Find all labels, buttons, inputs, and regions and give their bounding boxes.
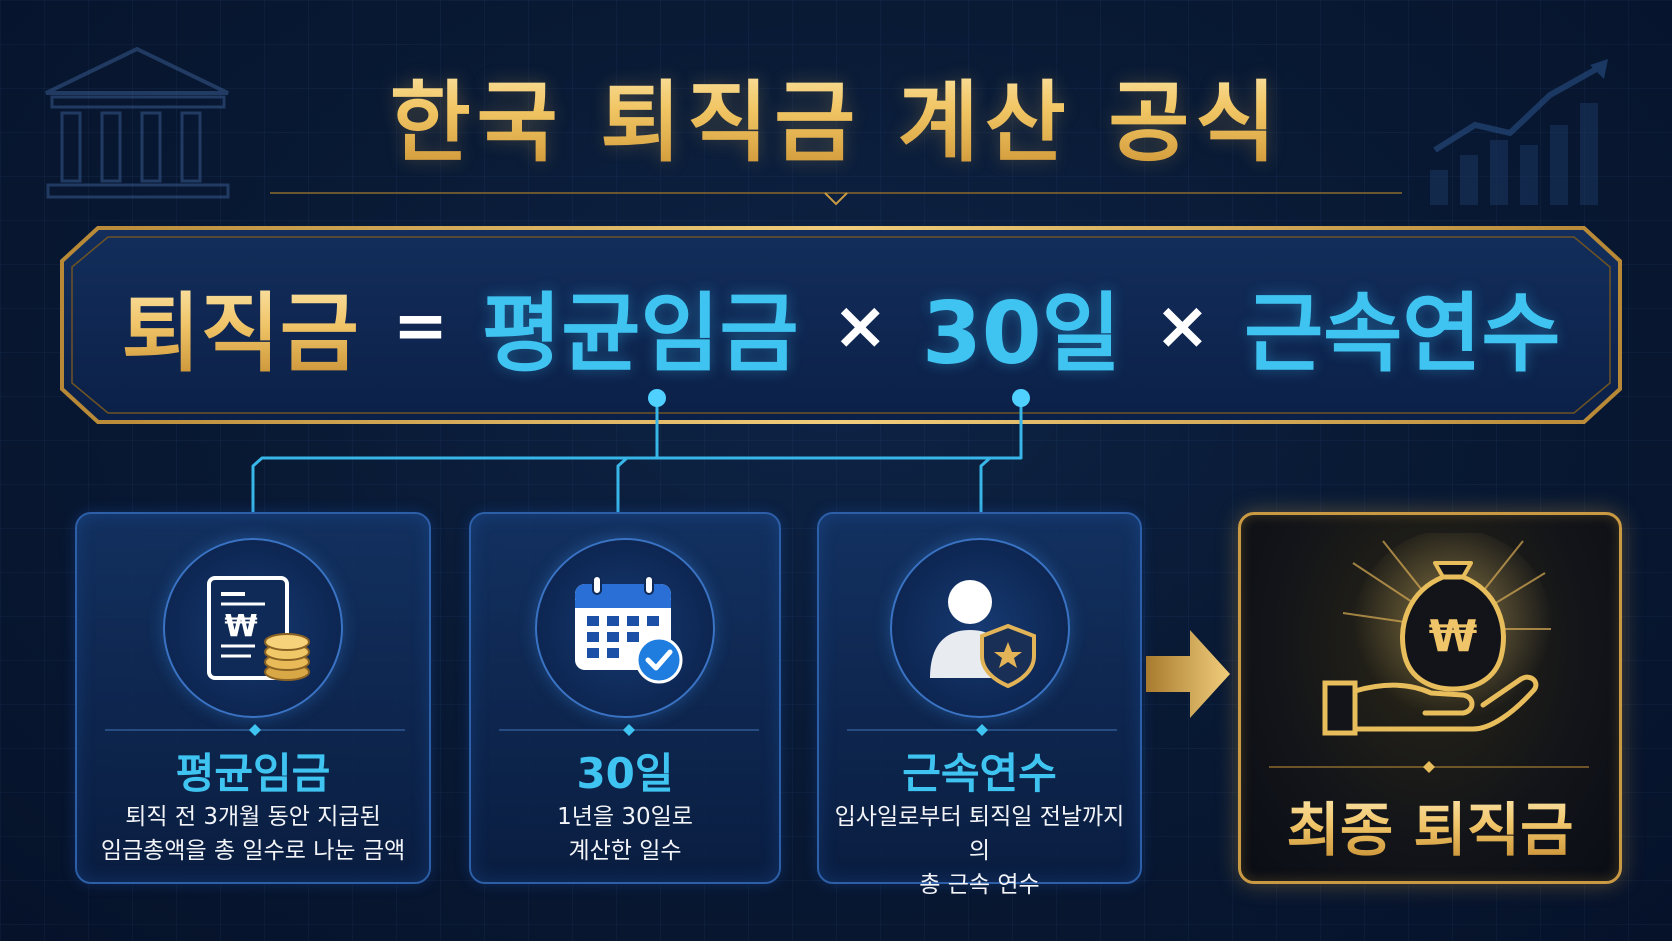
bank-building-icon [45, 46, 230, 199]
formula-term-average-wage: 평균임금 [482, 283, 799, 384]
card-30-days-icon-circle [535, 538, 715, 718]
card-final-severance: ₩ 최종 퇴직금 [1238, 512, 1622, 884]
formula: 퇴직금 = 평균임금 × 30일 × 근속연수 [58, 265, 1624, 385]
final-divider [1269, 761, 1589, 773]
formula-term-tenure: 근속연수 [1244, 283, 1561, 384]
formula-times-2: × [1154, 286, 1211, 364]
card-tenure-title: 근속연수 [902, 749, 1057, 798]
formula-result: 퇴직금 [121, 263, 358, 388]
card-tenure-desc: 입사일로부터 퇴직일 전날까지의 총 근속 연수 [825, 800, 1134, 902]
card-desc-line: 총 근속 연수 [919, 872, 1040, 898]
rising-chart-icon [1430, 59, 1608, 205]
card-desc-line: 1년을 30일로 [557, 804, 693, 830]
card-desc-line: 퇴직 전 3개월 동안 지급된 [125, 804, 381, 830]
card-divider [847, 724, 1117, 736]
card-divider [499, 724, 759, 736]
page-title: 한국 퇴직금 계산 공식 [0, 52, 1672, 179]
calendar-check-icon [575, 575, 683, 684]
card-30-days-desc: 1년을 30일로 계산한 일수 [477, 800, 773, 868]
svg-text:₩: ₩ [224, 609, 257, 644]
connector-lines [251, 389, 1030, 512]
final-currency-symbol: ₩ [1429, 611, 1478, 662]
card-tenure: 근속연수 입사일로부터 퇴직일 전날까지의 총 근속 연수 [817, 512, 1142, 898]
card-average-wage-title: 평균임금 [175, 749, 331, 798]
card-desc-line: 계산한 일수 [568, 838, 682, 864]
card-desc-line: 임금총액을 총 일수로 나눈 금액 [100, 838, 406, 864]
formula-times-1: × [832, 286, 888, 364]
card-tenure-icon-circle [889, 538, 1070, 718]
card-30-days: 30일 1년을 30일로 계산한 일수 [469, 512, 781, 884]
card-30-days-title: 30일 [576, 749, 674, 798]
money-bag-hand-icon: ₩ [1322, 533, 1553, 736]
arrow-right-icon [1146, 630, 1230, 718]
card-average-wage-desc: 퇴직 전 3개월 동안 지급된 임금총액을 총 일수로 나눈 금액 [83, 800, 423, 868]
employee-badge-icon [929, 580, 1036, 689]
formula-frame [60, 226, 1622, 424]
wage-document-coins-icon: ₩ [207, 576, 310, 681]
title-divider [270, 192, 1402, 206]
formula-equals: = [392, 286, 449, 364]
final-severance-label: 최종 퇴직금 [1241, 783, 1619, 867]
card-average-wage-icon-circle: ₩ [163, 538, 343, 718]
card-desc-line: 입사일로부터 퇴직일 전날까지의 [834, 804, 1125, 864]
card-average-wage: ₩ 평균임금 퇴직 전 3개월 동안 지급된 임금총액을 총 일수로 나눈 금액 [75, 512, 431, 884]
formula-term-30-days: 30일 [921, 283, 1121, 384]
card-divider [105, 724, 405, 736]
